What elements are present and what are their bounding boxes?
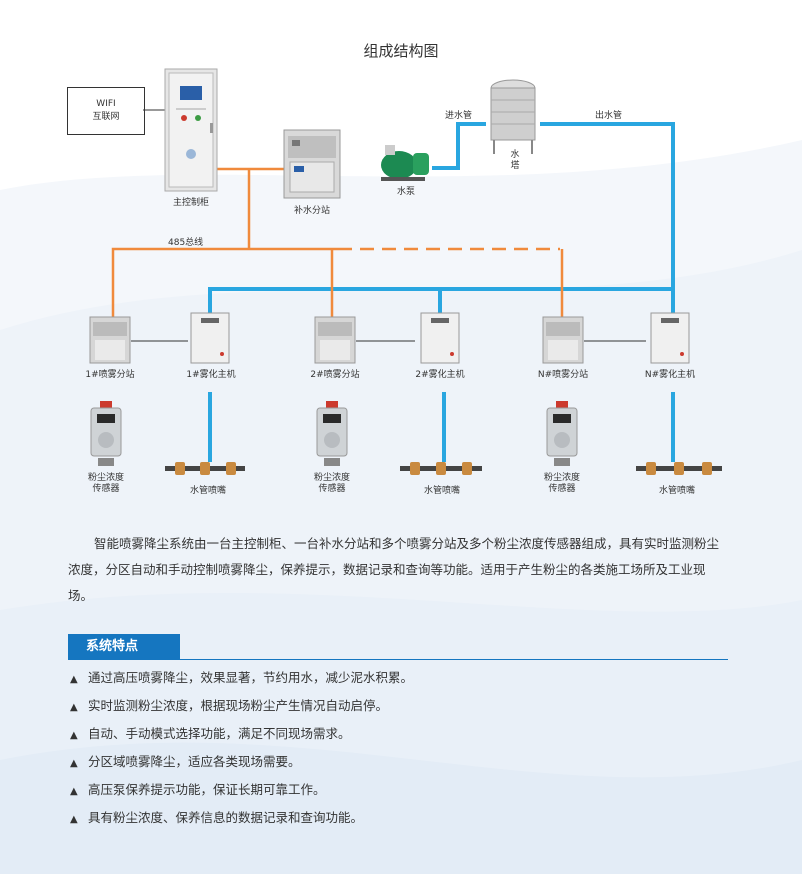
feature-text: 高压泵保养提示功能，保证长期可靠工作。 (88, 782, 326, 797)
feature-text: 通过高压喷雾降尘，效果显著，节约用水，减少泥水积累。 (88, 670, 414, 685)
rs485-bus (111, 167, 564, 318)
outlet-pipe-label: 出水管 (595, 111, 623, 121)
triangle-icon: ▲ (70, 702, 78, 713)
water-pump-image (381, 145, 429, 181)
spray-station-n-image (542, 316, 584, 364)
atomizer-n-label: N#雾化主机 (644, 370, 696, 380)
feature-item: ▲ 实时监测粉尘浓度，根据现场粉尘产生情况自动启停。 (70, 693, 413, 721)
nozzle-2-label: 水管喷嘴 (423, 486, 461, 496)
feature-item: ▲ 具有粉尘浓度、保养信息的数据记录和查询功能。 (70, 805, 413, 833)
atomizer-1-label: 1#雾化主机 (186, 370, 236, 380)
sensor-label-b: 传感器 (548, 484, 576, 494)
triangle-icon: ▲ (70, 758, 78, 769)
dust-sensor-2-label: 粉尘浓度 传感器 (314, 473, 350, 495)
nozzle-1-label: 水管喷嘴 (189, 486, 227, 496)
atomizer-2-label: 2#雾化主机 (415, 370, 465, 380)
feature-item: ▲ 通过高压喷雾降尘，效果显著，节约用水，减少泥水积累。 (70, 665, 413, 693)
pump-label: 水泵 (396, 187, 416, 197)
triangle-icon: ▲ (70, 674, 78, 685)
dust-sensor-2-image (316, 401, 348, 466)
spray-station-1-image (89, 316, 131, 364)
wifi-label: WIFI (96, 99, 116, 109)
features-heading: 系统特点 (68, 634, 180, 660)
page-title: 组成结构图 (363, 42, 439, 60)
feature-item: ▲ 高压泵保养提示功能，保证长期可靠工作。 (70, 777, 413, 805)
spray-station-2-label: 2#喷雾分站 (310, 370, 360, 380)
sensor-label-b: 传感器 (92, 484, 120, 494)
system-description: 智能喷雾降尘系统由一台主控制柜、一台补水分站和多个喷雾分站及多个粉尘浓度传感器组… (68, 536, 720, 603)
dust-sensor-1-image (90, 401, 122, 466)
feature-text: 自动、手动模式选择功能，满足不同现场需求。 (88, 726, 351, 741)
nozzle-n-label: 水管喷嘴 (658, 486, 696, 496)
triangle-icon: ▲ (70, 786, 78, 797)
dust-sensor-1-label: 粉尘浓度 传感器 (88, 473, 124, 495)
triangle-icon: ▲ (70, 814, 78, 825)
spray-station-n-label: N#喷雾分站 (537, 370, 589, 380)
supply-station-label: 补水分站 (293, 206, 331, 216)
atomizer-2-image (420, 312, 460, 364)
spray-station-1-label: 1#喷雾分站 (85, 370, 135, 380)
water-tower-image (490, 79, 536, 154)
connection-diagram (111, 122, 722, 475)
internet-label: 互联网 (92, 112, 120, 122)
main-cabinet-label: 主控制柜 (172, 198, 210, 208)
water-tower-label: 水 塔 (510, 150, 519, 172)
features-divider (68, 659, 728, 660)
feature-text: 具有粉尘浓度、保养信息的数据记录和查询功能。 (88, 810, 364, 825)
dust-sensor-n-image (546, 401, 578, 466)
atomizer-1-image (190, 312, 230, 364)
feature-text: 分区域喷雾降尘，适应各类现场需要。 (88, 754, 301, 769)
dust-sensor-n-label: 粉尘浓度 传感器 (544, 473, 580, 495)
feature-item: ▲ 分区域喷雾降尘，适应各类现场需要。 (70, 749, 413, 777)
triangle-icon: ▲ (70, 730, 78, 741)
spray-station-2-image (314, 316, 356, 364)
water-tower-label-b: 塔 (510, 161, 520, 171)
atomizer-n-image (650, 312, 690, 364)
nozzle-pipes (165, 462, 722, 475)
inlet-pipe-label: 进水管 (445, 111, 473, 121)
supply-station-image (283, 129, 341, 199)
wifi-internet-box: WIFI 互联网 (67, 87, 145, 135)
water-pipes (208, 122, 675, 462)
wifi-link (143, 109, 165, 111)
water-tower-label-a: 水 (510, 150, 520, 160)
outlet-pipe-line (540, 122, 675, 314)
water-main-line (208, 287, 673, 314)
sensor-label-a: 粉尘浓度 (87, 473, 125, 483)
main-cabinet-image (164, 68, 218, 192)
feature-text: 实时监测粉尘浓度，根据现场粉尘产生情况自动启停。 (88, 698, 389, 713)
sensor-label-b: 传感器 (318, 484, 346, 494)
feature-item: ▲ 自动、手动模式选择功能，满足不同现场需求。 (70, 721, 413, 749)
sensor-label-a: 粉尘浓度 (313, 473, 351, 483)
bus-label: 485总线 (168, 238, 204, 248)
inlet-pipe-line (432, 122, 486, 170)
features-list: ▲ 通过高压喷雾降尘，效果显著，节约用水，减少泥水积累。 ▲ 实时监测粉尘浓度，根据… (70, 665, 413, 833)
sensor-label-a: 粉尘浓度 (543, 473, 581, 483)
